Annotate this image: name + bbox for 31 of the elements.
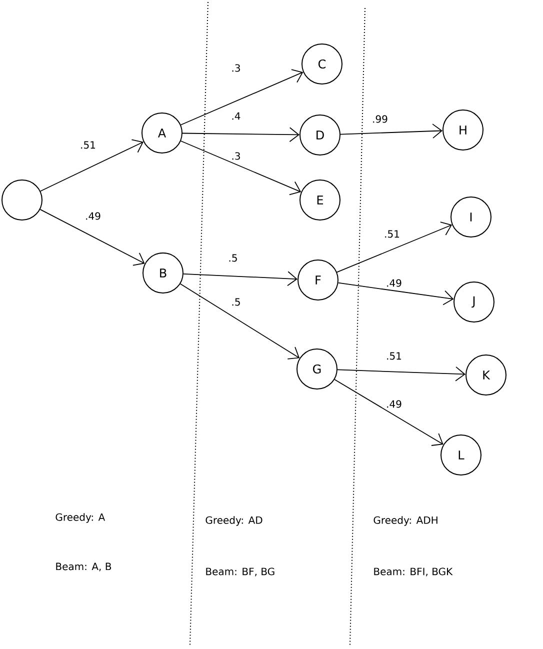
arrow bbox=[180, 283, 300, 360]
path-note: Beam: A, B bbox=[56, 562, 112, 572]
edge-label: .49 bbox=[385, 278, 403, 288]
path-note: Beam: BFI, BGK bbox=[374, 568, 453, 576]
edge-label: .5 bbox=[230, 297, 242, 307]
edge-label: .51 bbox=[79, 140, 97, 150]
path-note: Greedy: ADH bbox=[374, 516, 438, 526]
edge-label: .99 bbox=[371, 114, 389, 124]
arrow bbox=[40, 139, 144, 192]
arrow bbox=[183, 271, 298, 286]
arrow bbox=[338, 282, 454, 306]
edge-label: .51 bbox=[383, 229, 401, 239]
edge-label: .4 bbox=[230, 111, 242, 121]
arrow bbox=[180, 69, 304, 126]
arrow bbox=[334, 379, 444, 446]
arrow bbox=[337, 366, 466, 382]
edge-label: .49 bbox=[84, 211, 102, 221]
edge-label: .3 bbox=[230, 63, 242, 73]
arrow bbox=[340, 124, 442, 138]
path-note: Greedy: AD bbox=[206, 516, 262, 526]
path-note: Greedy: A bbox=[56, 513, 106, 523]
start-circle bbox=[2, 180, 42, 220]
arrow bbox=[182, 127, 300, 142]
edge-label: .5 bbox=[227, 253, 239, 263]
edge-label: .3 bbox=[230, 151, 242, 161]
path-note: Beam: BF, BG bbox=[206, 568, 274, 576]
arrow bbox=[336, 222, 452, 273]
arrow bbox=[40, 208, 145, 266]
edge-label: .51 bbox=[385, 351, 403, 361]
arrow bbox=[180, 140, 302, 196]
edge-label: .49 bbox=[385, 399, 403, 409]
